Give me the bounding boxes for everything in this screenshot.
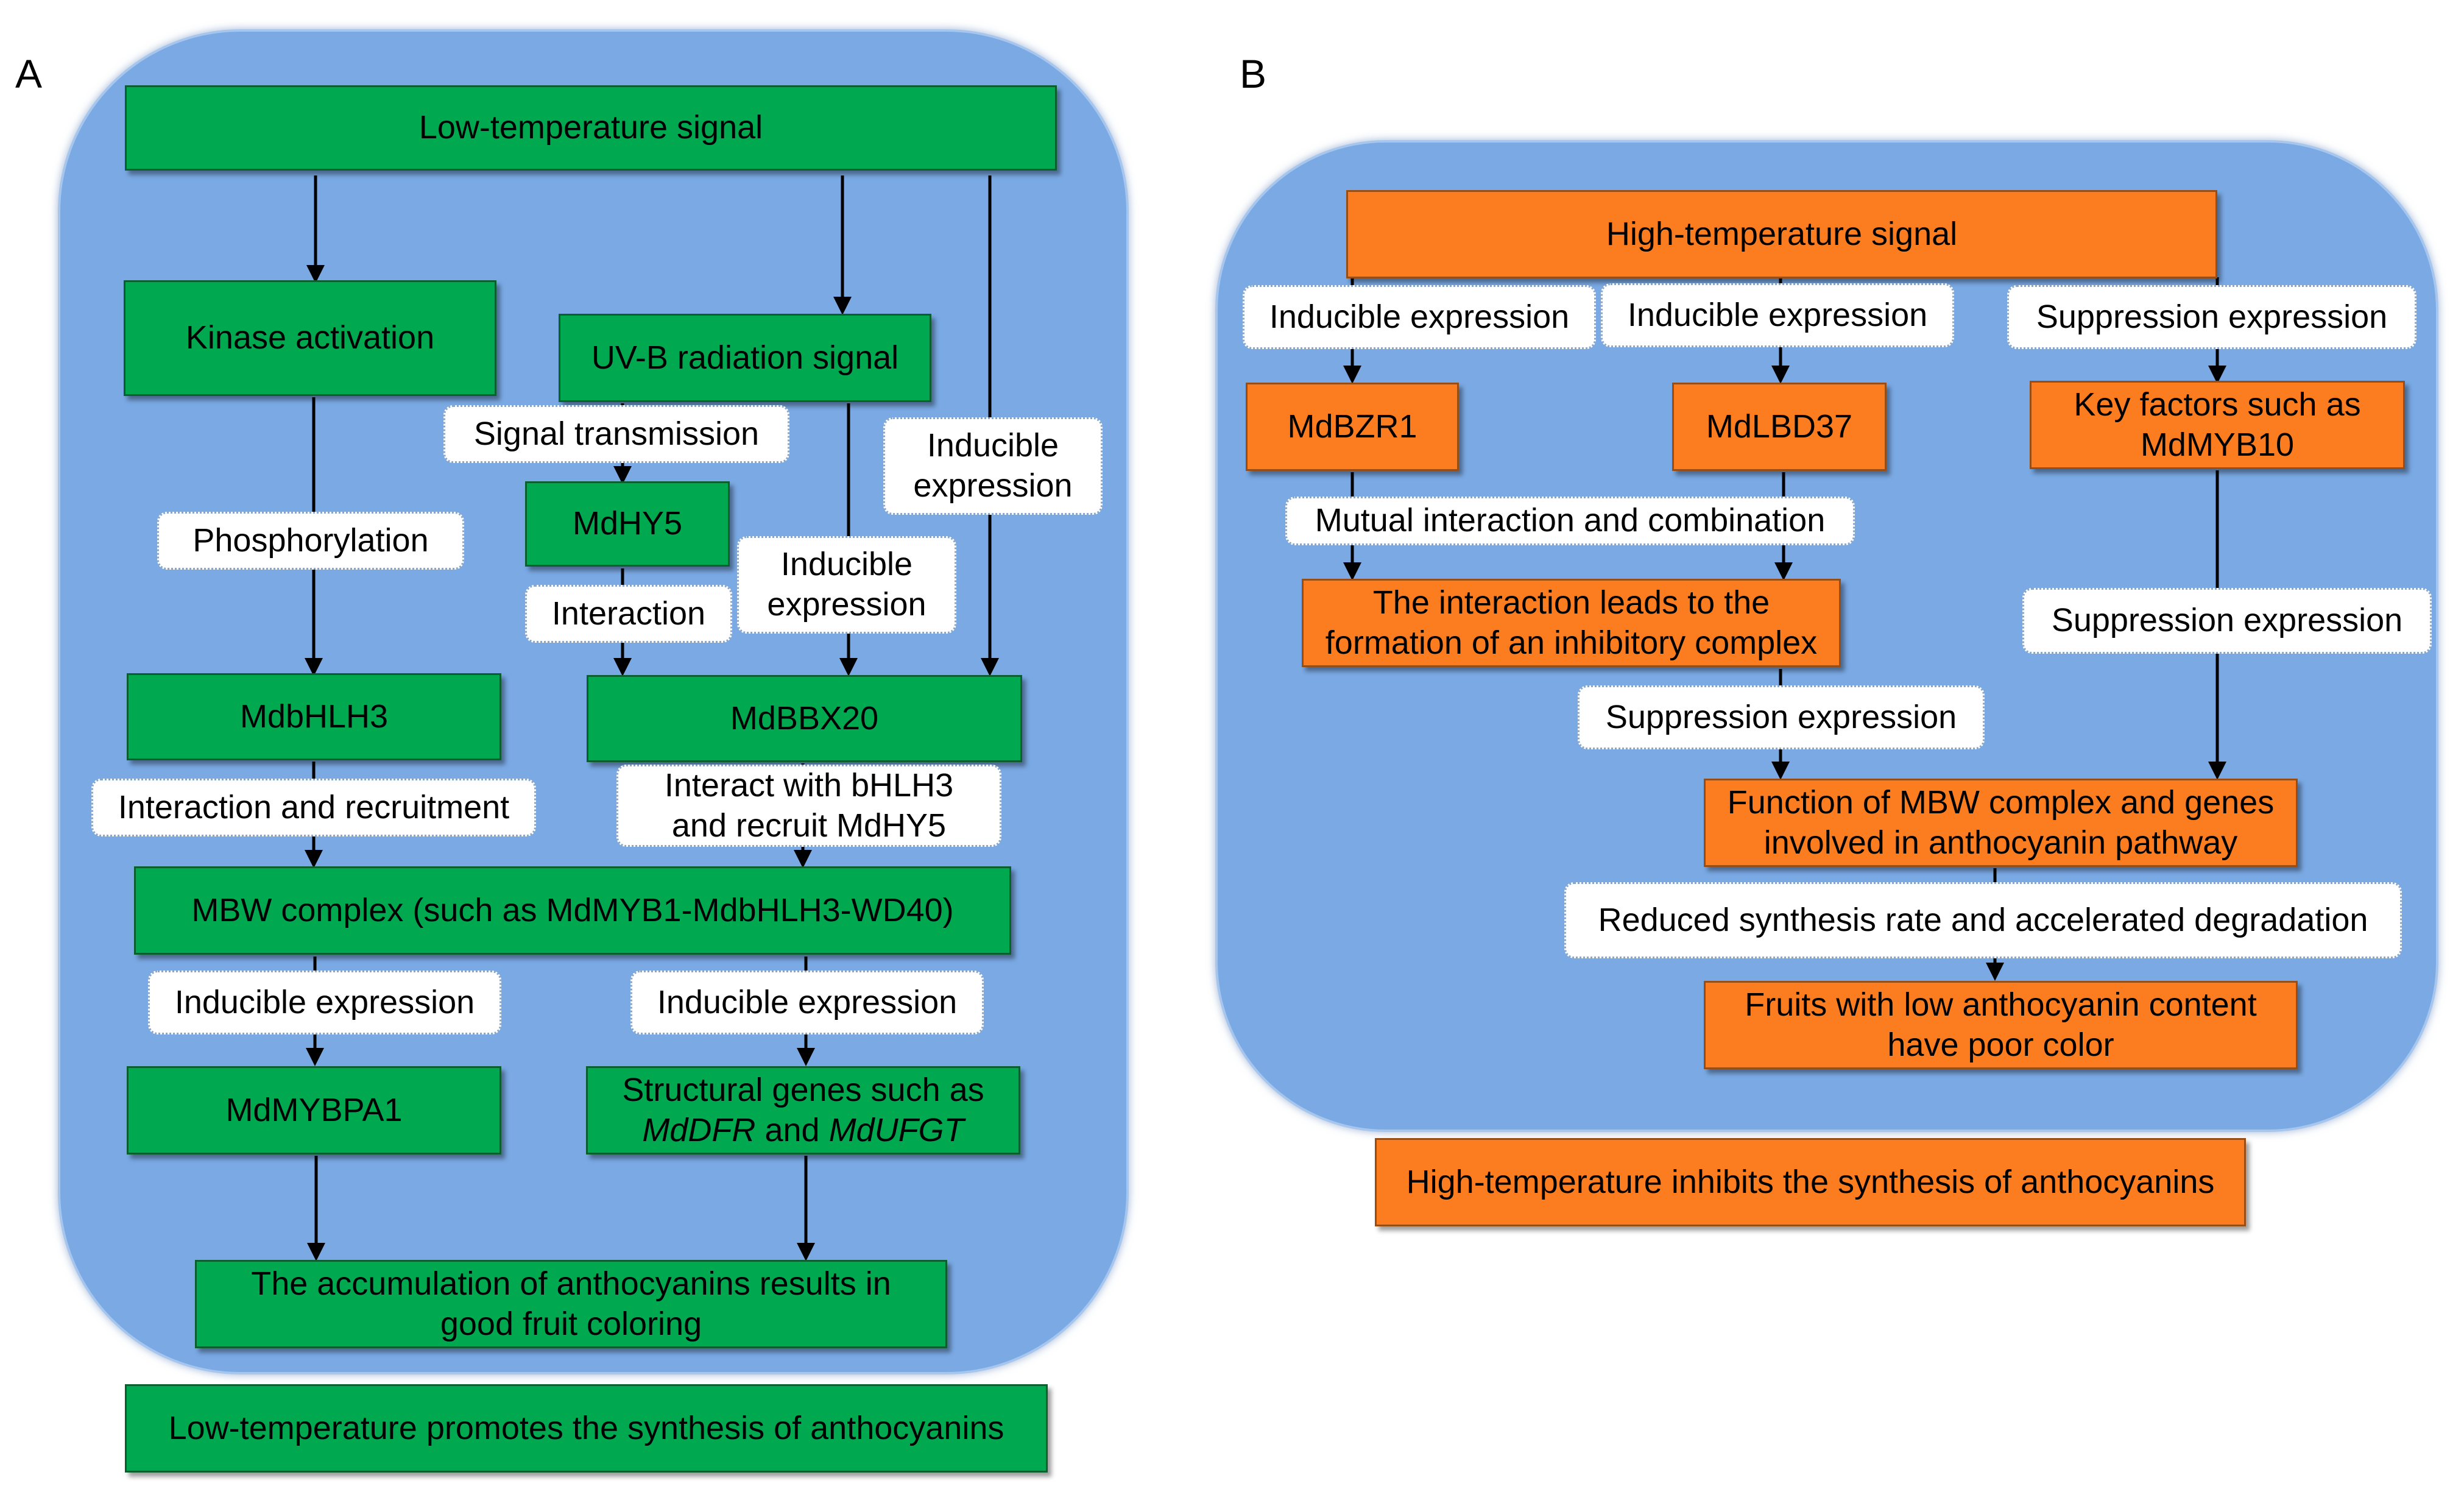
panel-b-letter: B [1240,51,1267,96]
suppression-expression-b2-text: Suppression expression [2051,602,2403,639]
low-temperature-summary-box: Low-temperature promotes the synthesis o… [125,1384,1048,1473]
mbw-complex-text: MBW complex (such as MdMYB1-MdbHLH3-WD40… [191,891,954,928]
inducible-expression-b2-label: Inducible expression [1601,283,1954,347]
interact-bhlh3-line2: and recruit MdHY5 [671,807,947,844]
inducible-expression-mid-label: Inducible expression [737,536,956,634]
mutual-interaction-label: Mutual interaction and combination [1285,497,1855,545]
mdlbd37-box: MdLBD37 [1672,383,1887,471]
inhibitory-complex-line1: The interaction leads to the [1372,584,1770,621]
high-temperature-signal-box: High-temperature signal [1346,190,2217,278]
interaction-text: Interaction [551,595,706,632]
inducible-expression-b2-text: Inducible expression [1627,296,1928,333]
mdbzr1-text: MdBZR1 [1287,408,1417,445]
key-factors-line1: Key factors such as [2074,386,2361,423]
mdbhlh3-box: MdbHLH3 [127,673,501,760]
accumulation-line1: The accumulation of anthocyanins results… [251,1265,891,1302]
fruits-line1: Fruits with low anthocyanin content [1745,986,2257,1023]
mbw-complex-box: MBW complex (such as MdMYB1-MdbHLH3-WD40… [134,866,1011,955]
inducible-expression-right-line1: Inducible [927,427,1059,464]
interaction-label: Interaction [525,585,732,643]
low-temperature-signal-text: Low-temperature signal [418,109,763,146]
suppression-expression-b1-text: Suppression expression [2036,298,2388,335]
signal-transmission-text: Signal transmission [473,415,760,452]
panel-a-letter: A [15,51,43,96]
suppression-expression-b3-label: Suppression expression [1578,685,1985,749]
fruits-line2: have poor color [1887,1026,2114,1063]
inducible-expression-mid-line1: Inducible [780,546,913,583]
inducible-expression-mid-line2: expression [767,586,927,623]
mutual-interaction-text: Mutual interaction and combination [1315,502,1826,539]
inducible-expression-right-line2: expression [913,467,1073,504]
mdbzr1-box: MdBZR1 [1246,383,1459,471]
high-temperature-signal-text: High-temperature signal [1606,215,1958,252]
inducible-expression-right-label: Inducible expression [883,417,1103,515]
mdmybpa1-text: MdMYBPA1 [225,1091,403,1128]
inducible-expression-structural-label: Inducible expression [630,971,984,1034]
low-temperature-summary-text: Low-temperature promotes the synthesis o… [168,1409,1004,1446]
inhibitory-complex-box: The interaction leads to the formation o… [1302,579,1841,667]
interact-bhlh3-line1: Interact with bHLH3 [664,766,954,804]
mdhy5-text: MdHY5 [572,505,683,542]
interaction-recruitment-label: Interaction and recruitment [91,779,536,836]
kinase-activation-box: Kinase activation [124,280,496,396]
phosphorylation-text: Phosphorylation [192,522,429,559]
mbw-function-line2: involved in anthocyanin pathway [1763,824,2238,861]
high-temperature-summary-text: High-temperature inhibits the synthesis … [1406,1163,2215,1200]
inducible-expression-structural-text: Inducible expression [657,983,958,1020]
inducible-expression-left-text: Inducible expression [174,983,475,1020]
mdhy5-box: MdHY5 [525,481,730,567]
low-temperature-signal-box: Low-temperature signal [125,85,1057,171]
inducible-expression-b1-label: Inducible expression [1243,285,1596,349]
mdbhlh3-text: MdbHLH3 [239,698,389,735]
key-factors-box: Key factors such as MdMYB10 [2030,381,2405,469]
interact-bhlh3-label: Interact with bHLH3 and recruit MdHY5 [616,765,1001,847]
suppression-expression-b2-label: Suppression expression [2022,588,2432,654]
structural-genes-line2: MdDFR and MdUFGT [642,1111,964,1151]
high-temperature-summary-box: High-temperature inhibits the synthesis … [1375,1138,2246,1226]
phosphorylation-label: Phosphorylation [157,512,464,570]
reduced-synthesis-label: Reduced synthesis rate and accelerated d… [1564,882,2402,958]
uvb-radiation-signal-box: UV-B radiation signal [559,314,931,402]
mdbbx20-text: MdBBX20 [730,699,879,737]
low-anthocyanin-fruits-box: Fruits with low anthocyanin content have… [1704,981,2298,1069]
kinase-activation-text: Kinase activation [185,319,435,356]
mdufgt-gene: MdUFGT [828,1111,964,1148]
structural-genes-line1: Structural genes such as [622,1071,984,1108]
suppression-expression-b3-text: Suppression expression [1605,698,1957,735]
mddfr-gene: MdDFR [642,1111,756,1148]
inhibitory-complex-line2: formation of an inhibitory complex [1325,624,1818,661]
mbw-function-line1: Function of MBW complex and genes [1727,783,2275,821]
accumulation-line2: good fruit coloring [440,1305,702,1342]
signal-transmission-label: Signal transmission [443,405,789,463]
structural-genes-box: Structural genes such as MdDFR and MdUFG… [586,1066,1020,1155]
reduced-synthesis-text: Reduced synthesis rate and accelerated d… [1598,901,2368,938]
mdbbx20-box: MdBBX20 [587,675,1022,762]
inducible-expression-b1-text: Inducible expression [1269,298,1570,335]
and-text: and [764,1111,820,1148]
suppression-expression-b1-label: Suppression expression [2007,285,2416,349]
inducible-expression-left-label: Inducible expression [148,971,501,1034]
mdlbd37-text: MdLBD37 [1706,408,1853,445]
key-factors-line2: MdMYB10 [2140,426,2295,463]
mdmybpa1-box: MdMYBPA1 [127,1066,501,1155]
anthocyanin-accumulation-box: The accumulation of anthocyanins results… [195,1260,947,1348]
mbw-function-box: Function of MBW complex and genes involv… [1704,779,2298,867]
interaction-recruitment-text: Interaction and recruitment [118,788,510,826]
uvb-radiation-signal-text: UV-B radiation signal [591,339,899,376]
